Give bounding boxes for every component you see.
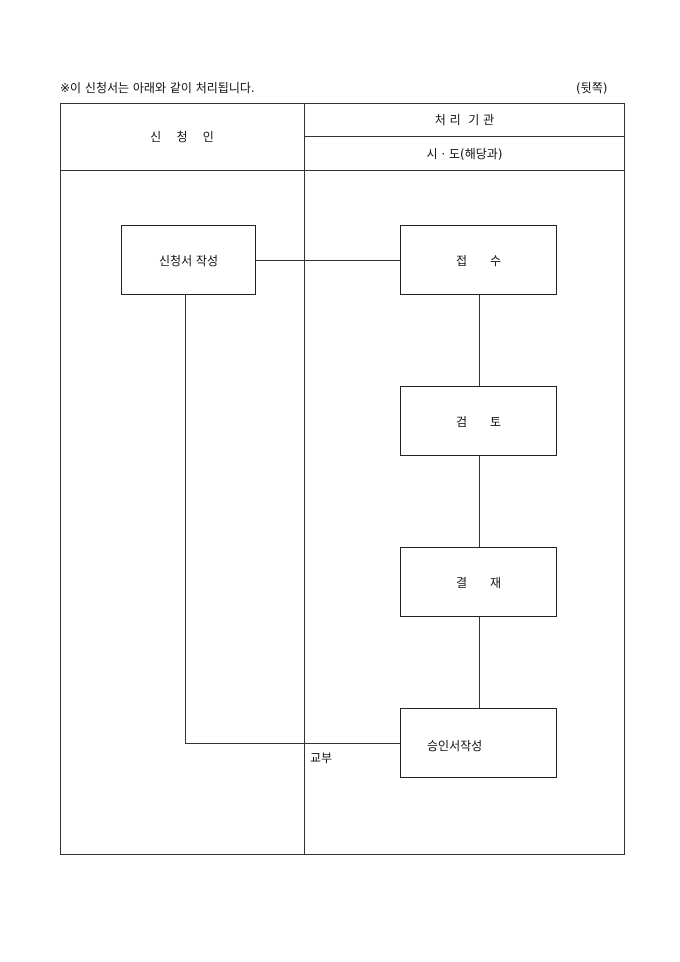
connector-line bbox=[185, 295, 186, 743]
step-write-approval: 승인서작성 bbox=[400, 708, 557, 778]
step-label: 결 재 bbox=[456, 575, 501, 590]
applicant-header: 신 청 인 bbox=[150, 130, 214, 144]
header-sub-divider bbox=[304, 136, 625, 137]
connector-line bbox=[256, 260, 400, 261]
step-review: 검 토 bbox=[400, 386, 557, 456]
delivery-label: 교부 bbox=[310, 751, 333, 765]
process-note: ※이 신청서는 아래와 같이 처리됩니다. bbox=[60, 81, 255, 95]
step-label: 접 수 bbox=[456, 253, 501, 268]
connector-line bbox=[479, 456, 480, 547]
process-table bbox=[60, 103, 625, 855]
step-label: 신청서 작성 bbox=[158, 253, 218, 268]
connector-line bbox=[479, 295, 480, 386]
header-divider bbox=[60, 170, 625, 171]
agency-header: 처 리 기 관 bbox=[434, 113, 495, 127]
step-write-application: 신청서 작성 bbox=[121, 225, 256, 295]
step-receipt: 접 수 bbox=[400, 225, 557, 295]
step-label: 검 토 bbox=[456, 414, 501, 429]
column-divider bbox=[304, 103, 305, 855]
step-label: 승인서작성 bbox=[427, 739, 483, 753]
agency-subheader: 시 · 도(해당과) bbox=[426, 146, 503, 161]
page-side-label: (뒷쪽) bbox=[576, 81, 608, 95]
connector-line bbox=[479, 617, 480, 708]
step-approval: 결 재 bbox=[400, 547, 557, 617]
connector-line bbox=[185, 743, 400, 744]
